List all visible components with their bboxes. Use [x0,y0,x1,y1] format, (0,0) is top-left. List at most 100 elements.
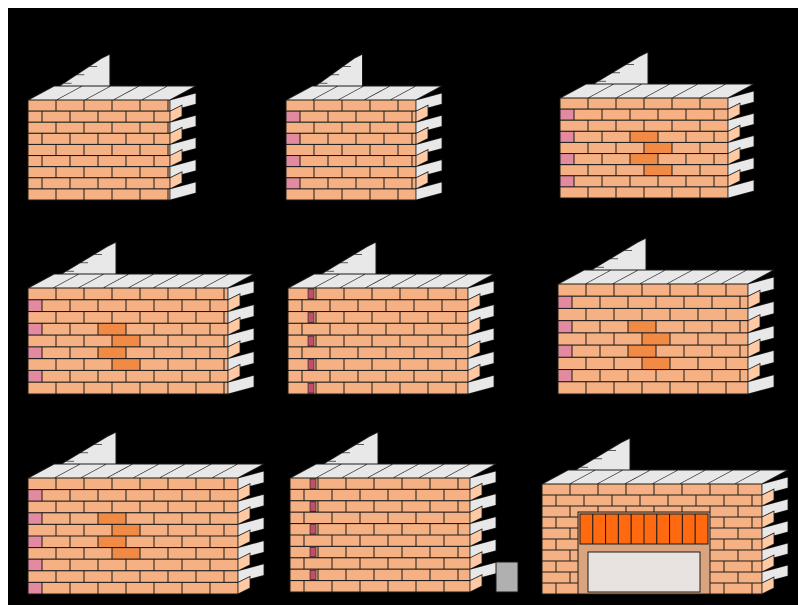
brick [357,299,387,313]
brick [601,130,631,143]
toothing-brick [761,542,789,562]
toothing-brick [227,374,255,395]
brick [83,477,113,491]
brick [653,483,683,496]
wall-panel-6 [557,237,775,395]
toothing-brick [415,136,443,157]
brick [285,110,301,123]
brick [369,143,399,157]
brick [739,344,749,358]
brick [139,500,169,514]
brick [751,538,763,551]
brick [627,295,657,309]
brick [399,358,429,371]
brick [739,320,749,334]
brick [585,307,615,322]
brick [27,369,43,383]
brick [111,311,141,324]
brick [697,283,727,297]
brick [597,483,627,496]
brick [69,155,99,168]
brick [725,307,749,322]
brick [27,121,57,134]
brick [55,287,85,301]
brick [413,369,443,383]
brick [83,287,113,301]
brick [713,153,729,166]
brick [557,320,573,334]
brick [559,108,575,121]
brick [41,322,71,336]
brick [195,570,225,583]
brick [695,494,725,507]
brick [671,164,701,177]
brick [97,535,127,549]
brick [27,358,57,371]
brick [41,110,71,123]
brick [557,283,587,297]
brick [643,186,673,199]
brick [27,381,57,395]
toothing-brick [169,181,197,201]
brick [713,175,729,188]
brick [111,121,141,134]
brick [573,108,603,121]
red-column-brick [309,524,317,535]
brick [371,287,401,301]
brick [167,311,197,324]
brick [209,346,229,360]
brick [153,535,183,549]
brick [709,571,739,584]
brick [599,295,629,309]
brick [111,188,141,201]
brick [683,344,713,358]
brick [343,334,373,348]
brick [313,99,343,112]
brick [557,307,587,322]
brick [541,538,557,551]
brick [97,299,127,313]
brick [613,332,643,346]
brick [223,500,239,514]
toothing-brick [237,470,265,491]
brick [97,322,127,336]
brick [27,581,43,595]
brick [97,369,127,383]
brick [699,141,729,155]
brick [725,356,749,371]
brick [573,153,603,166]
brick [359,557,389,570]
brick [195,287,225,301]
brick [641,307,671,322]
brick [557,332,587,346]
brick [585,283,615,297]
brick [559,97,589,110]
brick [69,535,99,549]
brick [303,511,333,525]
red-column-brick [309,569,317,580]
brick [153,155,171,168]
brick [699,97,729,110]
brick [711,295,741,309]
toothing-brick [415,114,443,134]
brick [139,99,169,112]
orange-block [605,513,619,545]
brick [181,489,211,502]
brick [111,143,141,157]
brick [69,299,99,313]
wall-panel-8 [289,431,519,593]
brick [27,523,57,537]
brick [329,322,359,336]
brick [657,175,687,188]
brick [355,132,385,145]
toothing-brick [747,300,775,322]
brick [371,311,401,324]
wall-top-cap [557,269,775,285]
brick [341,121,371,134]
brick [111,500,141,514]
brick [223,547,239,560]
brick [27,299,43,313]
brick [125,512,155,525]
brick [167,547,197,560]
brick [139,334,169,348]
